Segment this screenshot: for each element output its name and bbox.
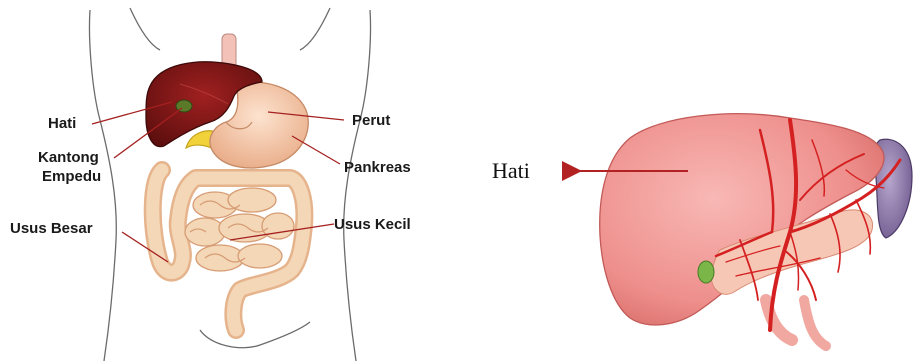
label-hati-right: Hati — [492, 158, 530, 183]
label-perut: Perut — [352, 112, 390, 129]
gallbladder-right — [698, 261, 714, 283]
right-liver-diagram: Hati — [492, 114, 912, 346]
label-pankreas: Pankreas — [344, 159, 411, 176]
label-hati: Hati — [48, 115, 76, 132]
label-kantong: Kantong — [38, 149, 99, 166]
small-intestine — [185, 188, 294, 271]
left-digestive-diagram: Hati Kantong Empedu Usus Besar Perut Pan… — [10, 8, 411, 361]
label-usus-kecil: Usus Kecil — [334, 216, 411, 233]
label-empedu: Empedu — [42, 168, 101, 185]
label-usus-besar: Usus Besar — [10, 220, 93, 237]
